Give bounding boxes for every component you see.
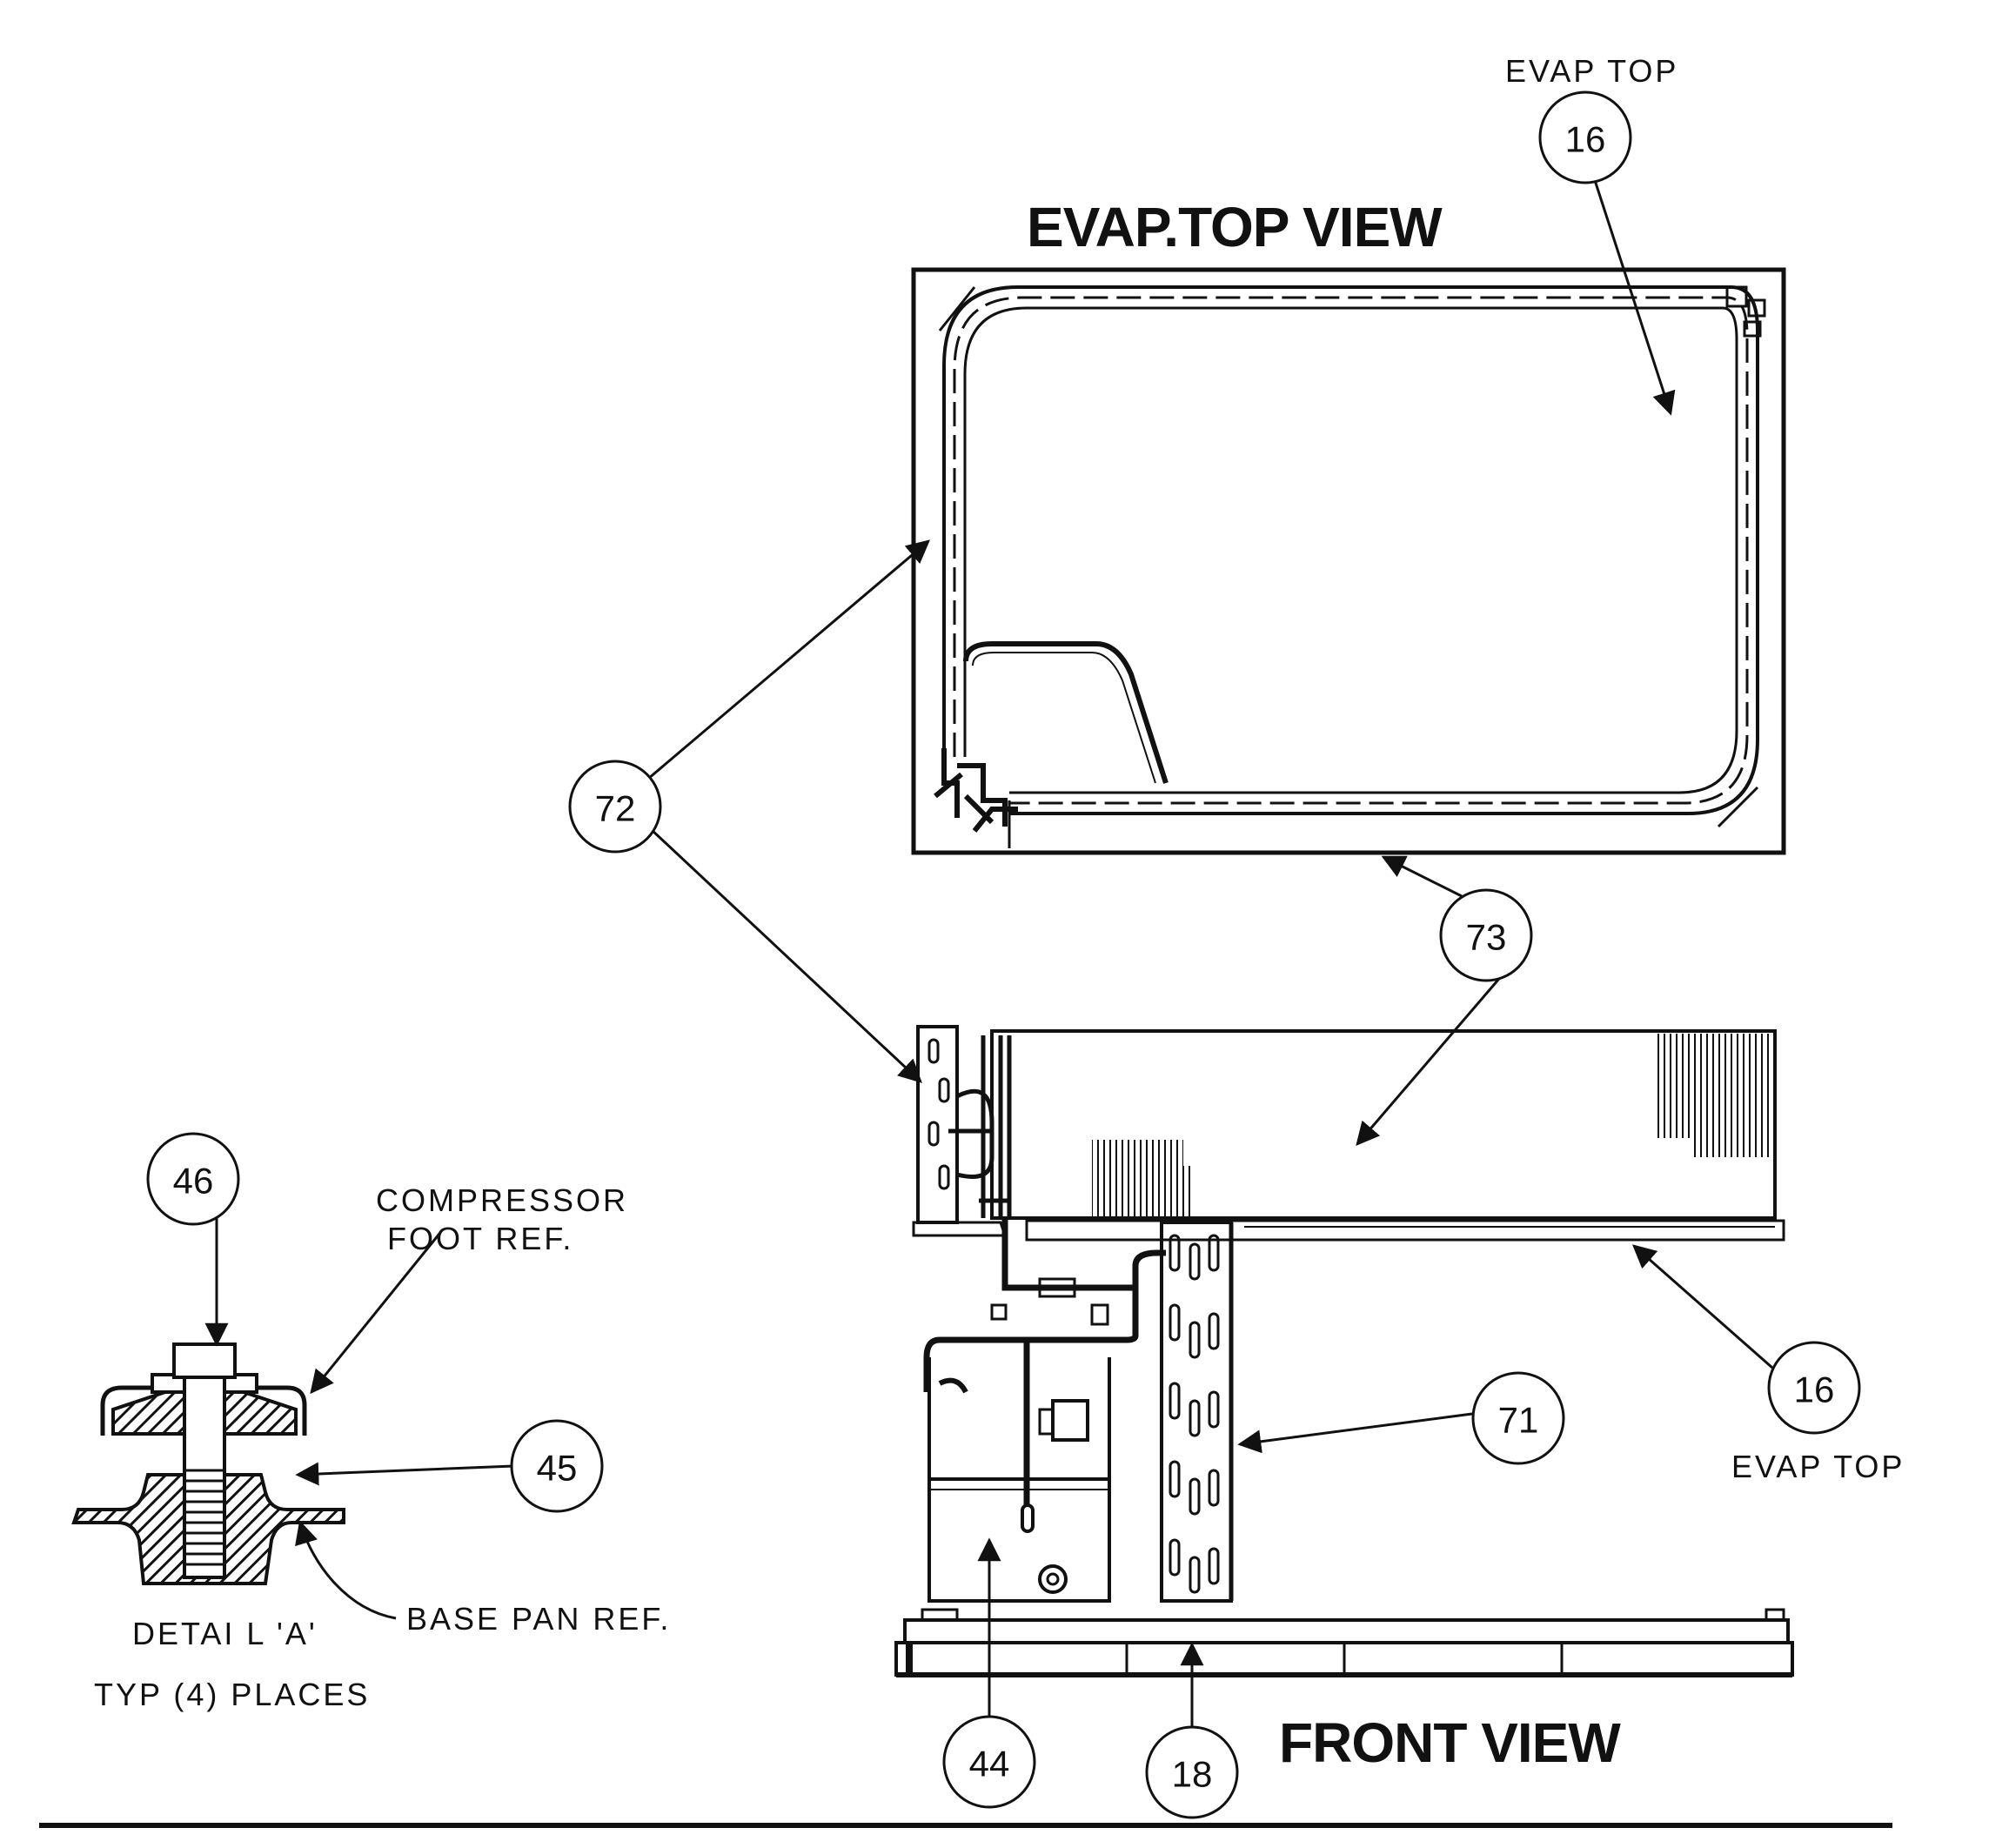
callout-16-top: 16 [1565, 119, 1606, 160]
callout-45-circle [510, 1419, 604, 1513]
base-pan-label: BASE PAN REF. [406, 1601, 671, 1637]
front-view-title: FRONT VIEW [1279, 1711, 1621, 1774]
leader-lines [204, 171, 1773, 1731]
callout-16-right-circle [1767, 1341, 1861, 1435]
detail-a-label: DETAI L 'A' [132, 1616, 318, 1651]
callout-71-circle [1471, 1371, 1565, 1465]
detail-a-drawing [71, 1342, 345, 1585]
compressor-foot-label-line1: COMPRESSOR [376, 1182, 628, 1218]
callout-18-circle [1145, 1725, 1239, 1819]
top-view-title: EVAP.TOP VIEW [1027, 196, 1443, 258]
typ-places-label: TYP (4) PLACES [94, 1677, 370, 1712]
callout-16-right: 16 [1794, 1369, 1835, 1410]
callout-72-circle [568, 760, 662, 854]
evap-top-label-upper: EVAP TOP [1505, 53, 1678, 89]
callout-44-circle [942, 1715, 1036, 1809]
callout-72: 72 [595, 788, 636, 829]
callout-46-circle [146, 1132, 240, 1226]
callout-16-top-circle [1538, 90, 1632, 184]
callout-18: 18 [1172, 1754, 1213, 1795]
callout-73: 73 [1466, 917, 1507, 958]
compressor-foot-label-line2: FOOT REF. [387, 1221, 573, 1256]
front-view-drawing [894, 1025, 1794, 1677]
callout-45: 45 [537, 1448, 578, 1489]
callout-71: 71 [1498, 1400, 1539, 1441]
callout-73-circle [1439, 888, 1533, 982]
evap-top-view-drawing [911, 267, 1786, 855]
callout-44: 44 [969, 1744, 1010, 1784]
evap-top-label-lower: EVAP TOP [1731, 1449, 1905, 1484]
callout-46: 46 [173, 1161, 214, 1202]
